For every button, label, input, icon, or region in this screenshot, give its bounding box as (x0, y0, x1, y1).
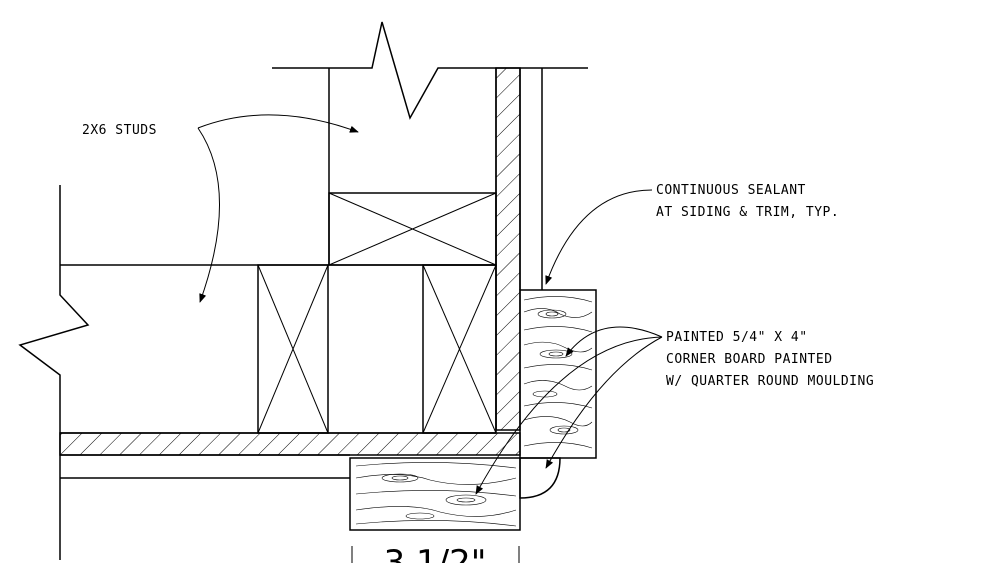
corner-board-horizontal (349, 457, 521, 531)
sealant-note-line1: CONTINUOUS SEALANT (656, 183, 806, 198)
leader-lines (197, 114, 663, 495)
left-break-line (18, 185, 90, 560)
vertical-sheathing (495, 67, 521, 431)
lower-wall (18, 185, 497, 560)
corner-note-line2: CORNER BOARD PAINTED (666, 352, 833, 367)
studs-note: 2X6 STUDS (82, 123, 157, 138)
dimension-label: 3 1/2" (384, 543, 487, 563)
corner-note-line3: W/ QUARTER ROUND MOULDING (666, 374, 874, 389)
dimension-3-1-2: 3 1/2" (351, 543, 520, 563)
top-break-line (272, 21, 588, 120)
corner-board-vertical (519, 289, 597, 459)
horizontal-sheathing (59, 432, 521, 456)
upper-wall (272, 21, 588, 430)
quarter-round-moulding (519, 457, 561, 499)
sealant-note-line2: AT SIDING & TRIM, TYP. (656, 205, 839, 220)
corner-note-line1: PAINTED 5/4" X 4" (666, 330, 808, 345)
